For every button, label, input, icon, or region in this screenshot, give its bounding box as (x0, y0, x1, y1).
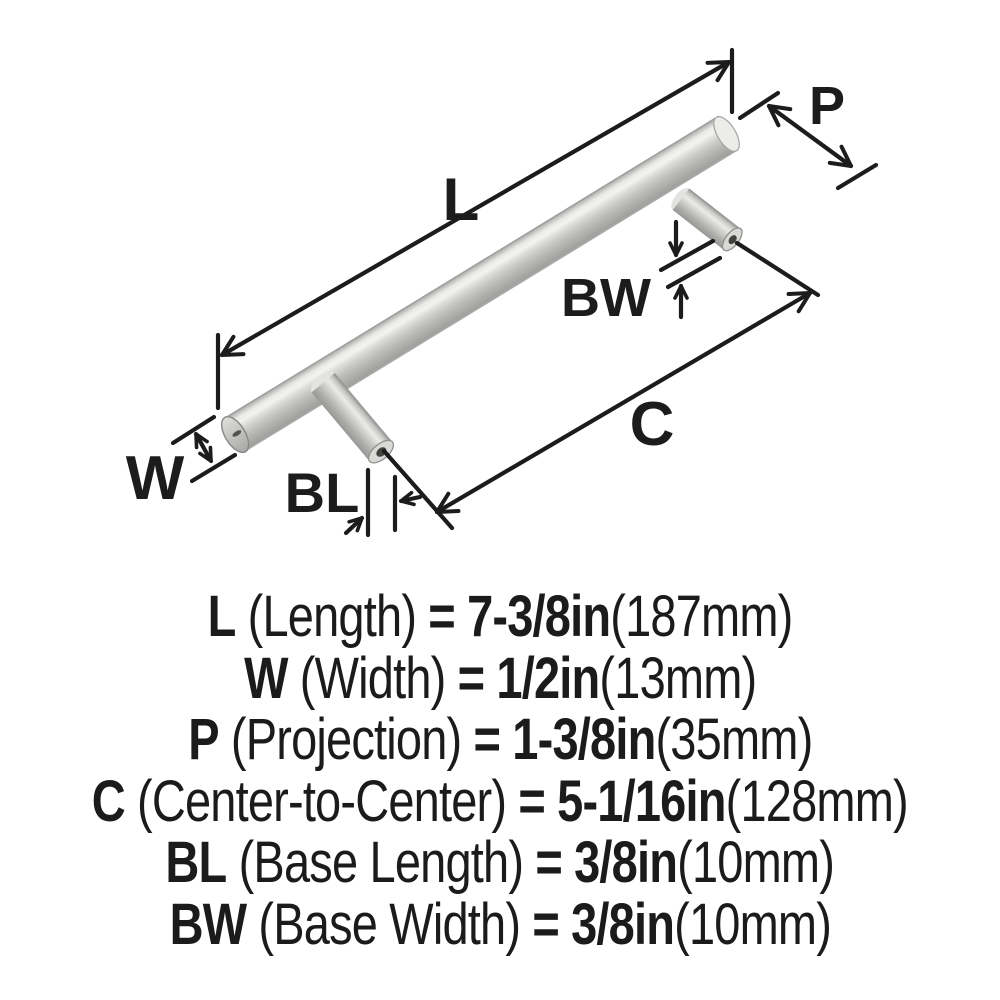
handle-dimension-drawing: L P BW C W BL (126, 47, 879, 538)
spec-metric: (10mm) (677, 830, 835, 895)
dim-BL-arrow-right (398, 490, 423, 507)
spec-value: 3/8in (570, 891, 675, 957)
spec-name: (Length) (247, 584, 417, 649)
spec-row-base-length: BL(Base Length)=3/8in(10mm) (166, 832, 835, 894)
dim-BW-extension-bottom (665, 255, 723, 290)
dimension-spec-list: L(Length)=7-3/8in(187mm) W(Width)=1/2in(… (0, 586, 1000, 955)
spec-symbol: BW (169, 891, 246, 957)
spec-metric: (10mm) (673, 891, 832, 957)
bottom-post (310, 371, 395, 464)
spec-equals: = (457, 645, 485, 711)
spec-symbol: C (91, 768, 126, 834)
spec-name: (Base Width) (258, 891, 521, 957)
spec-name: (Center-to-Center) (137, 768, 507, 834)
dim-P-extension-top (737, 90, 781, 121)
dim-P-extension-bottom (835, 162, 879, 191)
spec-equals: = (428, 584, 455, 649)
dim-label-L: L (443, 166, 480, 233)
bar-end-slot (232, 430, 242, 437)
spec-metric: (13mm) (599, 645, 757, 711)
dim-label-BL: BL (285, 461, 360, 524)
spec-name: (Base Length) (238, 830, 524, 895)
dim-C-arrow-line (434, 290, 813, 515)
spec-equals: = (473, 707, 500, 772)
spec-name: (Projection) (230, 707, 462, 772)
dim-BW-extension-top (658, 238, 716, 273)
dim-C-extension-bottom (381, 448, 455, 531)
dim-label-P: P (809, 76, 845, 136)
spec-row-length: L(Length)=7-3/8in(187mm) (207, 584, 794, 649)
spec-row-center-to-center: C(Center-to-Center)=5-1/16in(128mm) (91, 768, 909, 834)
spec-symbol: W (243, 645, 288, 711)
spec-metric: (128mm) (725, 768, 909, 834)
dim-label-BW: BW (561, 268, 651, 328)
spec-equals: = (518, 768, 546, 834)
dim-label-C: C (630, 390, 675, 459)
spec-symbol: P (187, 707, 219, 772)
spec-value: 7-3/8in (467, 584, 611, 649)
dim-C-extension-top (734, 240, 821, 298)
spec-metric: (35mm) (655, 707, 813, 772)
spec-metric: (187mm) (610, 584, 793, 649)
spec-value: 1/2in (496, 645, 600, 711)
spec-value: 1-3/8in (511, 707, 656, 772)
spec-symbol: BL (165, 830, 228, 895)
spec-equals: = (535, 830, 563, 895)
dim-L-arrow-line (219, 59, 732, 358)
dim-W-arrow-line (193, 431, 214, 464)
spec-row-projection: P(Projection)=1-3/8in(35mm) (187, 707, 813, 772)
spec-row-base-width: BW(Base Width)=3/8in(10mm) (169, 891, 832, 957)
dim-BL-arrow-left (343, 515, 365, 536)
dim-W-extension-bottom (189, 452, 238, 484)
bottom-post-body (311, 373, 393, 462)
spec-symbol: L (207, 584, 237, 649)
spec-value: 3/8in (574, 830, 678, 895)
spec-equals: = (531, 891, 559, 957)
dim-P-arrow-line (766, 103, 854, 169)
spec-row-width: W(Width)=1/2in(13mm) (243, 645, 757, 711)
spec-value: 5-1/16in (557, 768, 726, 834)
spec-name: (Width) (299, 645, 447, 711)
dim-W-extension-top (170, 414, 217, 446)
dim-label-W: W (126, 444, 185, 513)
